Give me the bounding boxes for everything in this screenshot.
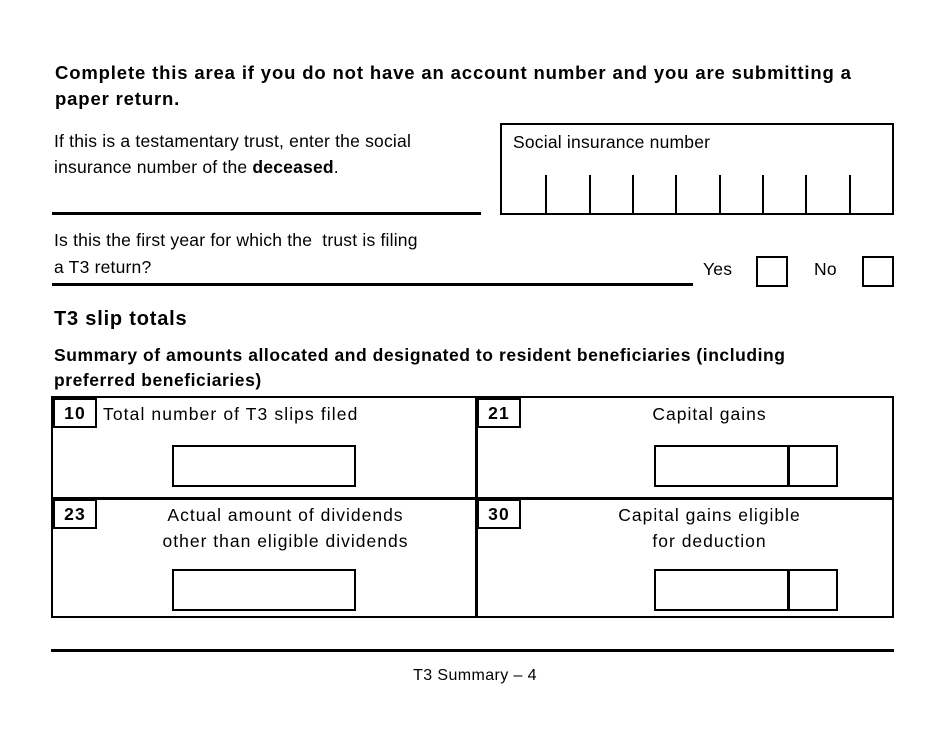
footer-label: T3 Summary – 4 — [413, 667, 537, 684]
social-insurance-number-label: Social insurance number — [513, 132, 711, 152]
sin-cell-divider — [675, 175, 678, 213]
instruction-line-1: If this is a testamentary trust, enter — [54, 131, 331, 151]
sin-cell-divider — [762, 175, 764, 213]
line-number-badge: 10 — [53, 398, 97, 428]
amount-input[interactable] — [172, 445, 356, 487]
table-row-divider — [53, 497, 892, 500]
table-cell: 21 Capital gains — [477, 398, 894, 497]
sin-cell-divider — [545, 175, 548, 213]
yes-checkbox[interactable] — [756, 256, 788, 287]
testamentary-trust-instruction: If this is a testamentary trust, enter t… — [54, 128, 484, 180]
instruction-emphasis: deceased — [252, 157, 334, 177]
amount-input[interactable] — [172, 569, 356, 611]
line-number-badge: 30 — [477, 499, 521, 529]
sin-cell-divider — [632, 175, 634, 213]
social-insurance-number-field[interactable]: Social insurance number — [500, 123, 894, 215]
line-number-badge: 23 — [53, 499, 97, 529]
line-number-badge: 21 — [477, 398, 521, 428]
no-checkbox[interactable] — [862, 256, 894, 287]
table-cell-label: Capital gains eligible for deduction — [618, 505, 801, 551]
no-label: No — [814, 259, 837, 279]
section-title: T3 slip totals — [54, 308, 188, 330]
page-heading: Complete this area if you do not have an… — [55, 62, 852, 109]
divider-rule-lower — [52, 283, 693, 286]
table-cell-label: Total number of T3 slips filed — [103, 404, 359, 424]
section-subtitle: Summary of amounts allocated and designa… — [54, 345, 786, 390]
sin-cell-divider — [718, 175, 721, 213]
amount-input[interactable] — [654, 445, 838, 487]
footer-rule — [51, 649, 894, 652]
yes-label: Yes — [703, 259, 733, 279]
table-cell: 23 Actual amount of dividends other than… — [53, 499, 475, 616]
sin-cell-divider — [805, 175, 808, 213]
instruction-trailing: . — [333, 157, 339, 177]
table-cell-label: Capital gains — [652, 404, 767, 424]
first-year-question: Is this the first year for which the tru… — [54, 230, 418, 277]
amount-input[interactable] — [654, 569, 838, 611]
instruction-line-2: the social insurance number of the — [54, 131, 412, 177]
cents-divider — [787, 571, 790, 609]
table-cell: 10 Total number of T3 slips filed — [53, 398, 475, 497]
table-cell: 30 Capital gains eligible for deduction — [477, 499, 894, 616]
t3-slip-totals-table: 10 Total number of T3 slips filed 21 Cap… — [51, 396, 894, 618]
sin-cell-divider — [848, 175, 851, 213]
divider-rule-upper — [52, 212, 481, 215]
cents-divider — [787, 447, 790, 485]
sin-cell-divider — [588, 175, 591, 213]
table-cell-label: Actual amount of dividends other than el… — [162, 505, 409, 551]
table-column-divider — [475, 398, 478, 616]
